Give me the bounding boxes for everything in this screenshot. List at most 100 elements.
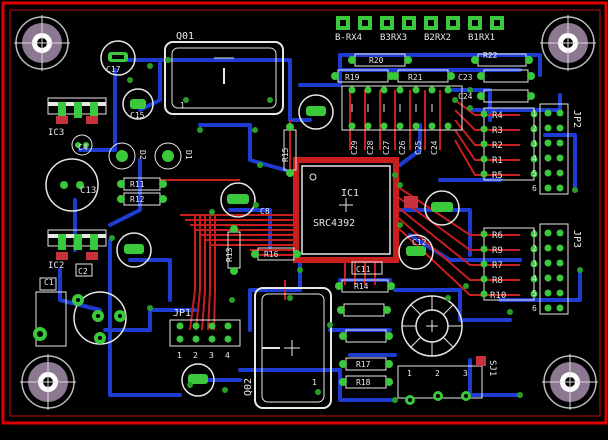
led-label-b-rx4: B-RX4 <box>335 33 362 43</box>
resistor-r12: R12 <box>117 192 167 206</box>
board-outline-inner <box>9 9 601 417</box>
capacitor-c23: C23 <box>458 69 535 83</box>
sj1-pin3: 3 <box>463 369 468 378</box>
header-jp2: 1 2 3 4 5 6 JP2 <box>532 103 582 195</box>
resistor-r15: R15 <box>281 123 297 177</box>
vias <box>109 57 583 403</box>
jp3-pin1: 1 <box>532 229 537 238</box>
capacitor-c24-top: C24 <box>458 89 535 103</box>
capacitor-c2: C2 <box>75 263 93 277</box>
r12-label: R12 <box>130 195 145 204</box>
q02-label: Q02 <box>243 378 254 396</box>
led-label-b2rx2: B2RX2 <box>424 33 451 43</box>
r16-label: R16 <box>264 250 279 259</box>
capacitor-c19 <box>339 329 393 343</box>
c4-label: C4 <box>78 143 88 152</box>
resistor-r21: R21 <box>391 69 455 83</box>
r14-label: R14 <box>354 282 369 291</box>
q01-label: Q01 <box>176 31 194 42</box>
jp3-pin5: 5 <box>532 289 537 298</box>
c8-label: C8 <box>260 207 270 216</box>
resistor-r20: R20 <box>348 53 412 67</box>
resistor-r18: R18 <box>339 375 393 389</box>
jp1-pin3: 3 <box>209 351 214 360</box>
r19-label: R19 <box>345 73 360 82</box>
top-copper-traces <box>160 90 520 331</box>
capacitor-c16 <box>298 94 334 130</box>
c12-label: C12 <box>412 238 427 247</box>
ic2-regulator: IC2 <box>47 229 107 271</box>
resistor-array-bottom: R6 R9 R7 R8 R10 <box>480 227 538 301</box>
r15-label: R15 <box>281 147 290 162</box>
ic3-label: IC3 <box>48 128 64 138</box>
r22-label: R22 <box>483 51 498 60</box>
jp3-pin3: 3 <box>532 259 537 268</box>
dc-jack <box>33 291 127 347</box>
led-label-b3rx3: B3RX3 <box>380 33 407 43</box>
capacitor-c10 <box>337 303 391 317</box>
header-jp3: 1 2 3 4 5 6 JP3 <box>532 223 582 315</box>
r1-label: R1 <box>492 156 503 166</box>
c2-label: C2 <box>78 267 88 276</box>
capacitor-c11: C11 <box>351 261 383 275</box>
mounting-hole-br <box>542 354 598 410</box>
jp1-label: JP1 <box>173 308 191 319</box>
c17-label: C17 <box>106 65 121 74</box>
resistor-r14: R14 <box>335 279 395 293</box>
led-label-b1rx1: B1RX1 <box>468 33 495 43</box>
d2-label: D2 <box>138 150 147 160</box>
mounting-holes <box>14 15 598 410</box>
r11-label: R11 <box>130 180 145 189</box>
jp2-pin1: 1 <box>532 109 537 118</box>
d1-label: D1 <box>184 150 193 160</box>
r18-label: R18 <box>356 378 371 387</box>
r4-label: R4 <box>492 111 503 121</box>
jp3-pin2: 2 <box>532 244 537 253</box>
r17-label: R17 <box>356 360 371 369</box>
c11-label: C11 <box>356 265 371 274</box>
capacitor-c8: C8 <box>220 182 270 218</box>
capacitor-c12: C12 <box>398 234 434 270</box>
capacitor-c14 <box>116 232 152 268</box>
capacitor-c15: C15 <box>122 88 154 120</box>
capacitor-column: C29 C28 C27 C26 C25 C24 <box>341 85 463 155</box>
c29-label: C29 <box>350 140 359 155</box>
jp3-pin6: 6 <box>532 304 537 313</box>
sj1-pin1: 1 <box>407 369 412 378</box>
jp3-pin4: 4 <box>532 274 537 283</box>
mounting-hole-tr <box>540 15 596 71</box>
sj1-pin2: 2 <box>435 369 440 378</box>
c23-label: C23 <box>458 73 473 82</box>
jp2-pin6: 6 <box>532 184 537 193</box>
c27-label: C27 <box>382 140 391 155</box>
r6-label: R6 <box>492 231 503 241</box>
r8-label: R8 <box>492 276 503 286</box>
ic2-label: IC2 <box>48 261 64 271</box>
r2-label: R2 <box>492 141 503 151</box>
diode-d2: D2 <box>108 142 147 170</box>
c24-top-label: C24 <box>458 92 473 101</box>
jp3-label: JP3 <box>571 230 582 248</box>
capacitor-c1: C1 <box>39 277 57 291</box>
r10-label: R10 <box>490 291 506 301</box>
jp1-pin1: 1 <box>177 351 182 360</box>
ic1-name-label: IC1 <box>341 188 359 199</box>
mounting-hole-tl <box>14 15 70 71</box>
ic3-regulator: IC3 <box>47 97 107 138</box>
toroid-inductor <box>401 295 463 357</box>
r13-label: R13 <box>225 247 234 262</box>
svg-text:1: 1 <box>180 101 185 110</box>
connector-sj1: 1 2 3 SJ1 <box>397 356 497 405</box>
jp2-pin4: 4 <box>532 154 537 163</box>
board-outline <box>1 1 608 425</box>
capacitor-c9 <box>424 190 460 226</box>
capacitor-c18 <box>181 363 215 397</box>
ic1-chip: IC1 SRC4392 <box>293 157 399 263</box>
r9-label: R9 <box>492 246 503 256</box>
resistor-r22: R22 <box>471 51 533 67</box>
svg-text:1: 1 <box>312 378 317 387</box>
r3-label: R3 <box>492 126 503 136</box>
r5-label: R5 <box>492 171 503 181</box>
capacitor-c13: C13 <box>45 158 99 212</box>
